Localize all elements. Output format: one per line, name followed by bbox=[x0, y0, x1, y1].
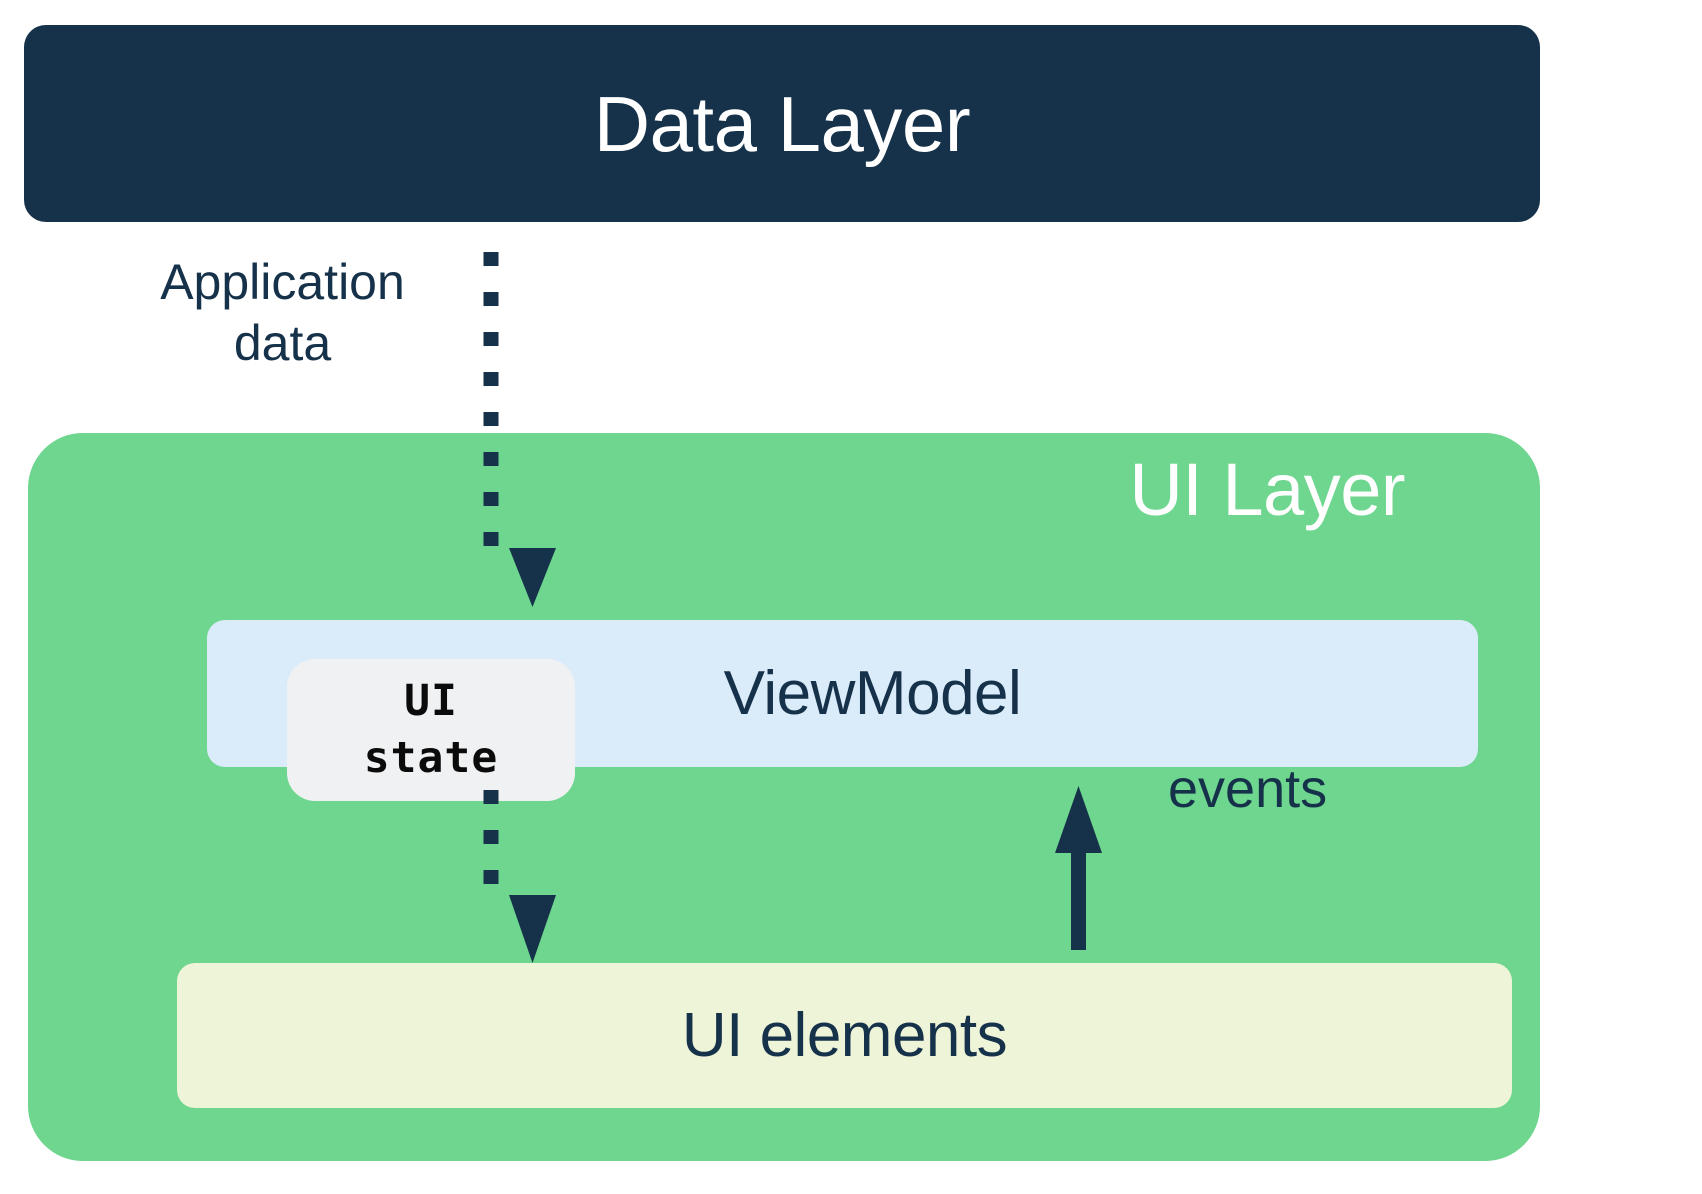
data-layer-title: Data Layer bbox=[593, 79, 971, 168]
ui-state-label-line1: UI bbox=[404, 675, 458, 726]
application-data-label-line2: data bbox=[233, 315, 332, 371]
ui-state-label-line2: state bbox=[363, 733, 499, 783]
ui-state-chip[interactable]: UI state bbox=[287, 659, 575, 801]
ui-layer-title: UI Layer bbox=[1129, 448, 1405, 531]
ui-elements-box[interactable]: UI elements bbox=[177, 963, 1512, 1108]
application-data-label: Application data bbox=[110, 252, 455, 374]
viewmodel-label: ViewModel bbox=[723, 658, 1022, 728]
data-layer-box[interactable]: Data Layer bbox=[24, 25, 1540, 222]
ui-elements-label: UI elements bbox=[681, 1000, 1008, 1070]
application-data-label-line1: Application bbox=[160, 254, 405, 310]
events-label: events bbox=[1168, 759, 1328, 819]
